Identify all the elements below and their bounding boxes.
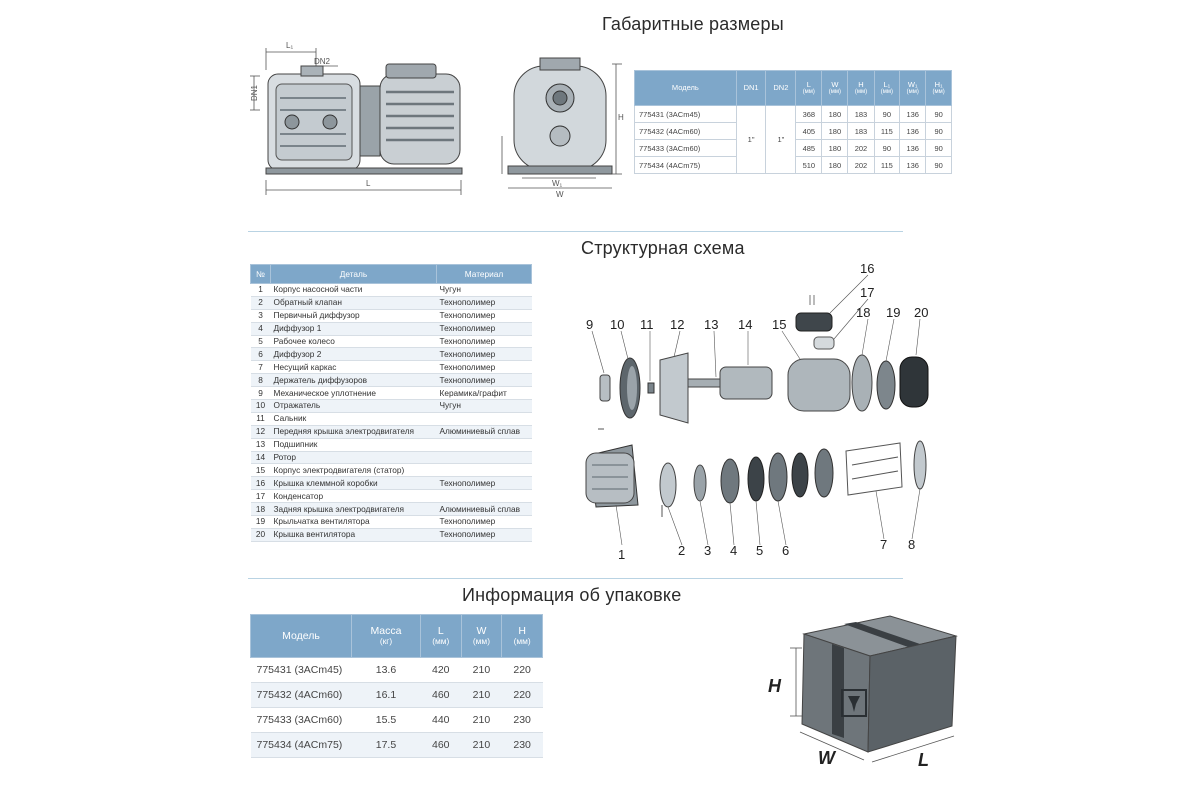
box-w-label: W <box>818 748 837 768</box>
dims-header-h: H(мм) <box>847 70 875 106</box>
dimensions-table: Модель DN1 DN2 L(мм) W(мм) H(мм) L₁(мм) … <box>634 70 952 174</box>
callout-3: 3 <box>704 543 711 558</box>
dn2-label: DN2 <box>314 57 331 66</box>
callout-6: 6 <box>782 543 789 558</box>
w1-label: W₁ <box>552 179 563 188</box>
pump-front-view-drawing: H W₁ W <box>501 57 624 199</box>
callout-8: 8 <box>908 537 915 552</box>
pack-header-mass: Масса(кг) <box>351 614 421 658</box>
package-table: Модель Масса(кг) L(мм) W(мм) H(мм) 77543… <box>250 614 543 758</box>
parts-header-number: № <box>250 264 271 284</box>
box-h-label: H <box>768 676 782 696</box>
dims-header-dn1: DN1 <box>735 70 767 106</box>
dn1-value: 1" <box>735 105 767 174</box>
structure-title: Структурная схема <box>581 238 745 258</box>
package-title: Информация об упаковке <box>462 585 682 605</box>
l1-label: L₁ <box>286 41 293 50</box>
callout-18: 18 <box>856 305 870 320</box>
h-label: H <box>618 113 624 122</box>
l-label: L <box>366 179 371 188</box>
dims-header-l: L(мм) <box>795 70 823 106</box>
callout-20: 20 <box>914 305 928 320</box>
dims-header-w: W(мм) <box>821 70 849 106</box>
pack-header-w: W(мм) <box>460 614 503 658</box>
parts-header-part: Деталь <box>270 264 437 284</box>
callout-11: 11 <box>640 317 654 332</box>
dn2-value: 1" <box>765 105 797 174</box>
exploded-structure-diagram: 9 10 11 12 13 14 15 16 17 18 19 20 1 2 3… <box>585 261 929 562</box>
dims-header-w1: W₁(мм) <box>899 70 927 106</box>
dims-header-model: Модель <box>634 70 737 106</box>
dims-header-h1: H₁(мм) <box>925 70 952 106</box>
w-label: W <box>556 190 564 199</box>
pack-header-l: L(мм) <box>419 614 462 658</box>
dn1-label: DN1 <box>250 84 259 101</box>
bottom-row-parts <box>585 428 927 517</box>
callout-15: 15 <box>772 317 786 332</box>
pump-side-view-drawing: L₁ DN2 DN1 L <box>250 41 463 195</box>
package-box-illustration: H W L <box>768 615 958 770</box>
callout-1: 1 <box>618 547 625 562</box>
top-row-parts <box>599 295 929 424</box>
callout-13: 13 <box>704 317 718 332</box>
callout-14: 14 <box>738 317 752 332</box>
dims-header-l1: L₁(мм) <box>873 70 901 106</box>
dimensions-title: Габаритные размеры <box>602 14 784 34</box>
divider <box>248 231 903 232</box>
callout-4: 4 <box>730 543 737 558</box>
callout-10: 10 <box>610 317 624 332</box>
pack-header-model: Модель <box>250 614 352 658</box>
divider <box>248 578 903 579</box>
box-l-label: L <box>918 750 929 770</box>
pack-header-h: H(мм) <box>501 614 543 658</box>
callout-9: 9 <box>586 317 593 332</box>
callout-16: 16 <box>860 261 874 276</box>
callout-2: 2 <box>678 543 685 558</box>
callout-7: 7 <box>880 537 887 552</box>
callout-12: 12 <box>670 317 684 332</box>
dims-header-dn2: DN2 <box>765 70 797 106</box>
callout-19: 19 <box>886 305 900 320</box>
callout-17: 17 <box>860 285 874 300</box>
callout-5: 5 <box>756 543 763 558</box>
parts-header-material: Материал <box>436 264 532 284</box>
